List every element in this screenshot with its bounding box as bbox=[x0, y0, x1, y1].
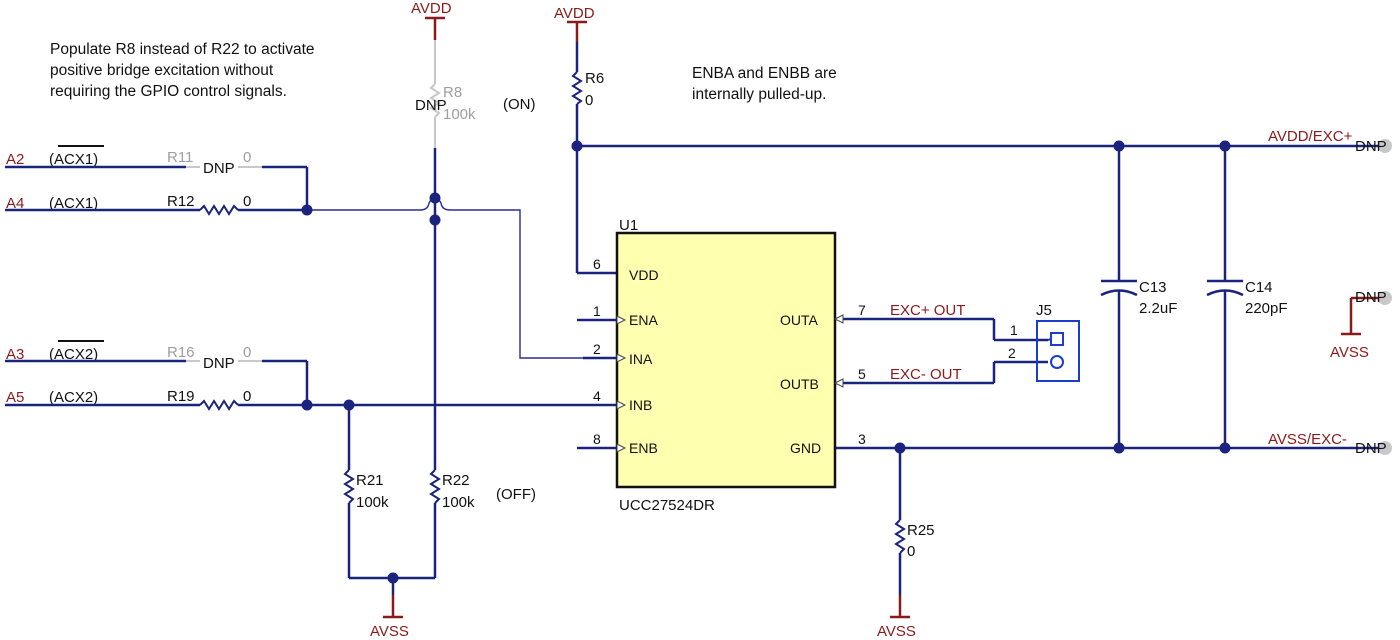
net-exc-minus-out: EXC- OUT bbox=[890, 366, 962, 383]
j5-connector: J5 1 2 bbox=[1008, 302, 1080, 382]
net-a2: A2 bbox=[6, 151, 24, 168]
net-avdd-exc: AVDD/EXC+ bbox=[1268, 128, 1353, 145]
j5-pin1: 1 bbox=[1010, 322, 1018, 338]
c14-ref: C14 bbox=[1245, 279, 1273, 296]
c13-ref: C13 bbox=[1139, 279, 1167, 296]
j5-pin2: 2 bbox=[1008, 345, 1016, 361]
r8-value: 100k bbox=[443, 106, 476, 123]
input-a4: A4 (ACX1) bbox=[6, 195, 98, 212]
r16-value: 0 bbox=[243, 344, 251, 361]
u1-pin-outa: OUTA bbox=[780, 312, 819, 328]
u1-pin-outb: OUTB bbox=[780, 376, 819, 392]
avss-label-r25: AVSS bbox=[877, 623, 916, 640]
c14-value: 220pF bbox=[1245, 300, 1288, 317]
u1-pin-num-outa: 7 bbox=[858, 302, 866, 318]
r22-ref: R22 bbox=[442, 472, 470, 489]
u1-pin-num-inb: 4 bbox=[593, 388, 601, 404]
u1-part: UCC27524DR bbox=[619, 497, 715, 514]
avss-symbol-dnp: AVSS DNP bbox=[1330, 289, 1392, 361]
avss-label-dnp: AVSS bbox=[1330, 344, 1369, 361]
r19-ref: R19 bbox=[167, 388, 195, 405]
r25-ref: R25 bbox=[907, 522, 935, 539]
avss-symbol-r25: AVSS bbox=[877, 595, 916, 640]
enba-note-line-2: internally pulled-up. bbox=[692, 86, 826, 103]
net-a5: A5 bbox=[6, 389, 24, 406]
r6-ref: R6 bbox=[585, 70, 604, 87]
dnp-avss-exc: DNP bbox=[1355, 440, 1387, 457]
populate-note-line-1: Populate R8 instead of R22 to activate bbox=[50, 41, 315, 58]
u1-pin-enb: ENB bbox=[629, 440, 658, 456]
r21-value: 100k bbox=[356, 494, 389, 511]
r16-ref: R16 bbox=[167, 344, 195, 361]
u1-pin-inb: INB bbox=[629, 397, 652, 413]
net-exc-plus-out: EXC+ OUT bbox=[890, 302, 965, 319]
avdd-label-r6: AVDD bbox=[554, 5, 595, 22]
avdd-symbol-r8: AVDD bbox=[411, 0, 452, 40]
u1-pin-num-ina: 2 bbox=[593, 341, 601, 357]
u1-ic: U1 UCC27524DR 6 1 2 4 8 VDD ENA INA INB … bbox=[593, 217, 866, 514]
u1-ref: U1 bbox=[619, 217, 638, 234]
r8-dnp: DNP bbox=[415, 97, 447, 114]
c13-value: 2.2uF bbox=[1139, 300, 1177, 317]
avss-label-left: AVSS bbox=[370, 623, 409, 640]
u1-pin-num-enb: 8 bbox=[593, 431, 601, 447]
input-a5: A5 (ACX2) bbox=[6, 389, 98, 406]
net-a4: A4 bbox=[6, 195, 24, 212]
u1-pin-gnd: GND bbox=[790, 440, 821, 456]
r11-ref: R11 bbox=[167, 149, 193, 166]
populate-note: Populate R8 instead of R22 to activate p… bbox=[50, 41, 315, 100]
u1-pin-ina: INA bbox=[629, 351, 653, 367]
dnp-avdd-exc: DNP bbox=[1355, 138, 1387, 155]
u1-pin-num-gnd: 3 bbox=[858, 431, 866, 447]
r19-value: 0 bbox=[243, 388, 251, 405]
populate-note-line-3: requiring the GPIO control signals. bbox=[50, 83, 287, 100]
r11-dnp: DNP bbox=[203, 160, 235, 177]
r16-dnp: DNP bbox=[203, 355, 235, 372]
enba-note-line-1: ENBA and ENBB are bbox=[692, 65, 837, 82]
u1-pin-vdd: VDD bbox=[629, 267, 659, 283]
signal-acx1-bar-a: (ACX1) bbox=[49, 151, 98, 168]
signal-acx1-b: (ACX1) bbox=[49, 195, 98, 212]
avss-symbol-left: AVSS bbox=[370, 595, 409, 640]
populate-note-line-2: positive bridge excitation without bbox=[50, 62, 274, 79]
on-label: (ON) bbox=[503, 96, 536, 113]
dnp-tp-label: DNP bbox=[1355, 289, 1387, 306]
u1-pin-num-vdd: 6 bbox=[593, 256, 601, 272]
signal-acx2-b: (ACX2) bbox=[49, 389, 98, 406]
u1-pin-num-ena: 1 bbox=[593, 303, 601, 319]
r12-ref: R12 bbox=[167, 193, 195, 210]
r11-value: 0 bbox=[243, 149, 251, 166]
r25-value: 0 bbox=[907, 543, 915, 560]
u1-pin-num-outb: 5 bbox=[858, 366, 866, 382]
avdd-label-r8: AVDD bbox=[411, 0, 452, 17]
r22-value: 100k bbox=[442, 494, 475, 511]
r6-value: 0 bbox=[585, 92, 593, 109]
j5-ref: J5 bbox=[1036, 302, 1052, 319]
r21-ref: R21 bbox=[356, 472, 384, 489]
signal-acx2-bar-a: (ACX2) bbox=[49, 346, 98, 363]
u1-pin-ena: ENA bbox=[629, 312, 658, 328]
r8-ref: R8 bbox=[443, 84, 462, 101]
input-a2: A2 (ACX1) bbox=[6, 145, 104, 168]
net-avss-exc: AVSS/EXC- bbox=[1268, 431, 1347, 448]
r12-value: 0 bbox=[243, 193, 251, 210]
off-label: (OFF) bbox=[496, 486, 536, 503]
enba-note: ENBA and ENBB are internally pulled-up. bbox=[692, 65, 837, 103]
input-a3: A3 (ACX2) bbox=[6, 340, 104, 363]
net-a3: A3 bbox=[6, 346, 24, 363]
avdd-symbol-r6: AVDD bbox=[554, 5, 595, 42]
